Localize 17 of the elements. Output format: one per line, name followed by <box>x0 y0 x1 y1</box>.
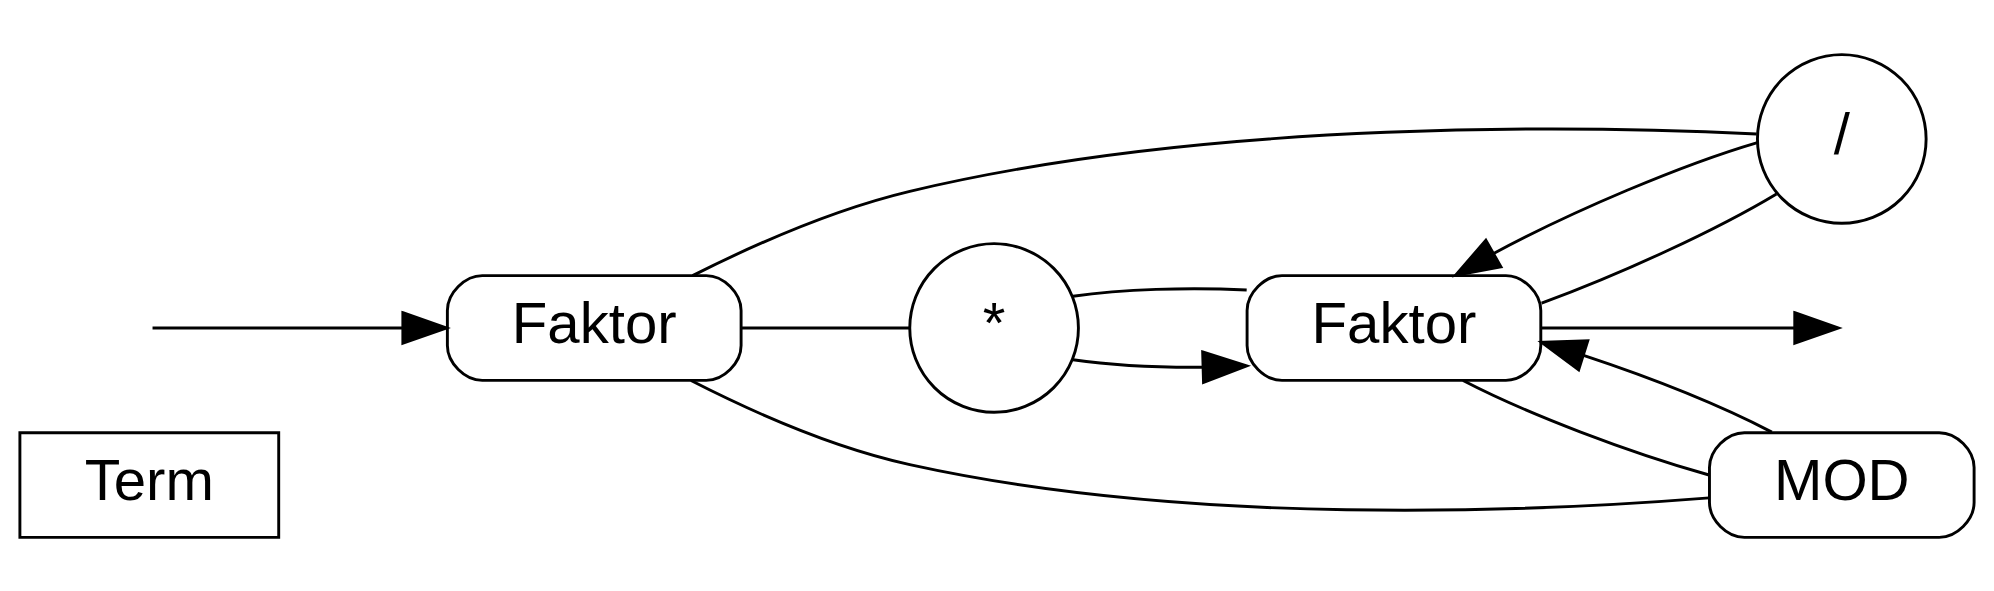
arrow <box>1072 349 1252 385</box>
arrow <box>152 310 451 345</box>
connector <box>690 378 1710 512</box>
arrow <box>1541 310 1843 345</box>
node-box: MOD <box>1708 430 1976 539</box>
node-box: Faktor <box>1245 273 1543 382</box>
arrow <box>1451 140 1758 277</box>
connector <box>691 127 1757 277</box>
connector <box>1462 378 1710 476</box>
node-box: Faktor <box>445 273 743 382</box>
arrow <box>1537 338 1773 433</box>
connector <box>1072 286 1247 298</box>
connector <box>741 326 910 329</box>
node-circle: / <box>1756 52 1928 225</box>
node-circle: * <box>908 241 1080 414</box>
connector <box>1541 192 1778 305</box>
node-box: Term <box>18 430 281 539</box>
